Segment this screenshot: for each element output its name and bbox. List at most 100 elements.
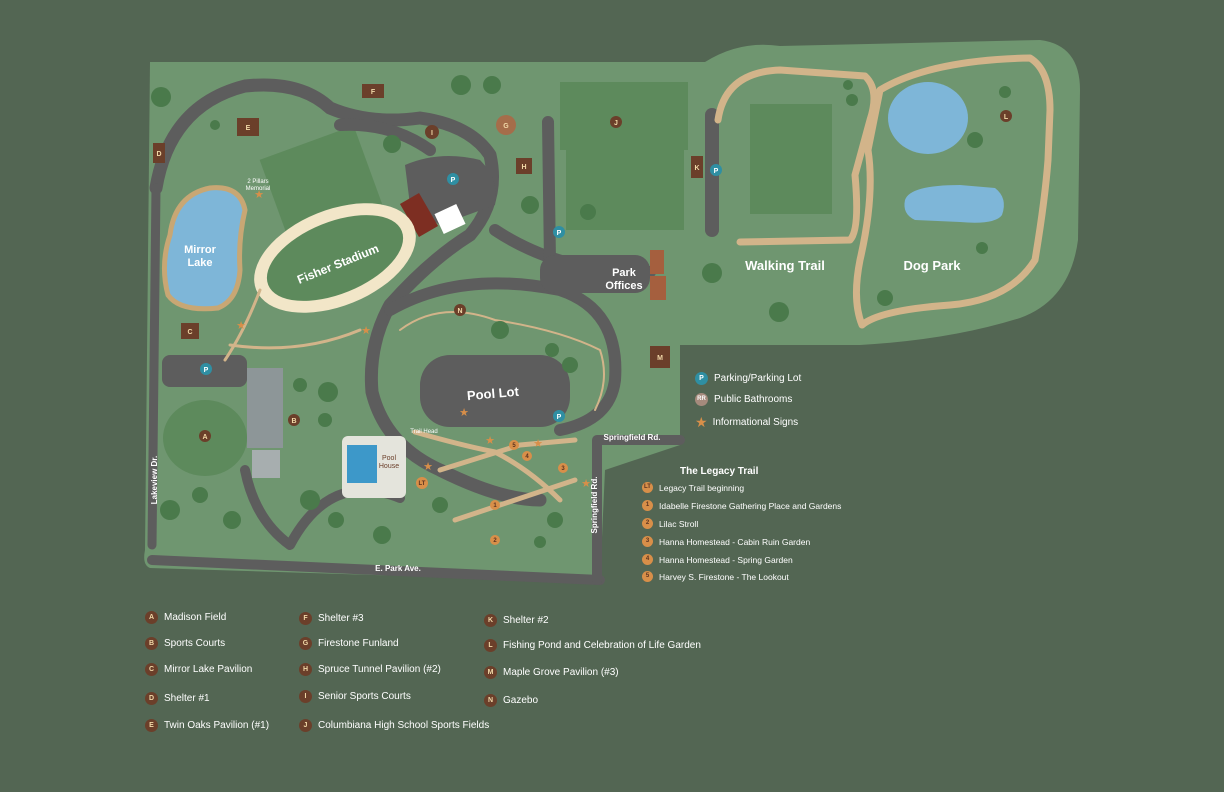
- trees: [151, 75, 1011, 548]
- marker-m[interactable]: M: [650, 346, 670, 368]
- marker-d[interactable]: D: [153, 143, 165, 163]
- marker-a[interactable]: A: [199, 430, 211, 442]
- parking-marker-sports[interactable]: P: [553, 226, 565, 238]
- map-markers: A B C D E F G H I J K L M N: [153, 84, 1012, 442]
- legacy-trail-markers: LT 1 2 3 4 5: [416, 440, 568, 545]
- legacy-marker-2[interactable]: 2: [490, 535, 500, 545]
- key-bathrooms-label: Public Bathrooms: [714, 394, 793, 405]
- svg-text:J: J: [614, 120, 618, 127]
- legacy-item: LT Legacy Trail beginning: [642, 482, 744, 493]
- legend-badge: G: [299, 637, 312, 650]
- legend-item: C Mirror Lake Pavilion: [145, 663, 252, 676]
- svg-text:1: 1: [493, 503, 497, 509]
- lakeview-drive: [147, 183, 161, 550]
- parking-marker-upper[interactable]: P: [447, 173, 459, 185]
- restroom-icon: RR: [695, 393, 708, 406]
- dog-park-label: Dog Park: [903, 258, 961, 273]
- svg-text:M: M: [657, 355, 663, 362]
- e-park-ave-label: E. Park Ave.: [375, 564, 421, 573]
- marker-i[interactable]: I: [425, 125, 439, 139]
- key-info-signs: ★ Informational Signs: [695, 414, 798, 430]
- marker-l[interactable]: L: [1000, 110, 1012, 122]
- pool-house-label-2: House: [379, 463, 399, 470]
- legend-item: L Fishing Pond and Celebration of Life G…: [484, 639, 701, 652]
- star-icon: ★: [423, 460, 433, 473]
- dog-park-pond: [904, 185, 1004, 223]
- pool-lot-path: [399, 311, 605, 411]
- legend-item: E Twin Oaks Pavilion (#1): [145, 719, 269, 732]
- legacy-item: 5 Harvey S. Firestone - The Lookout: [642, 571, 789, 582]
- stadium-field: [266, 215, 404, 301]
- stadium-road: [334, 118, 436, 156]
- legacy-marker-4[interactable]: 4: [522, 451, 532, 461]
- pool-lot: [420, 355, 570, 427]
- star-icon: ★: [459, 406, 469, 419]
- legend-label: Madison Field: [164, 612, 227, 623]
- springfield-road-vertical: [592, 435, 685, 585]
- legacy-marker-3[interactable]: 3: [558, 463, 568, 473]
- legend-badge: I: [299, 690, 312, 703]
- star-icon: ★: [695, 414, 708, 430]
- parking-marker-east[interactable]: P: [710, 164, 722, 176]
- legacy-item: 1 Idabelle Firestone Gathering Place and…: [642, 500, 841, 511]
- parking-icon: P: [695, 372, 708, 385]
- legacy-badge: 3: [642, 536, 653, 547]
- legacy-marker-5[interactable]: 5: [509, 440, 519, 450]
- legacy-badge: 5: [642, 571, 653, 582]
- legacy-marker-1[interactable]: 1: [490, 500, 500, 510]
- legend-badge: E: [145, 719, 158, 732]
- legend-badge: N: [484, 694, 497, 707]
- legend-badge: K: [484, 614, 497, 627]
- svg-text:D: D: [156, 151, 161, 158]
- legend-badge: C: [145, 663, 158, 676]
- svg-text:E: E: [246, 125, 251, 132]
- marker-h[interactable]: H: [516, 158, 532, 174]
- marker-j[interactable]: J: [610, 116, 622, 128]
- legend-label: Fishing Pond and Celebration of Life Gar…: [503, 640, 701, 651]
- legend-badge: A: [145, 611, 158, 624]
- legend-label: Spruce Tunnel Pavilion (#2): [318, 664, 441, 675]
- legend-badge: D: [145, 692, 158, 705]
- legend-badge: B: [145, 637, 158, 650]
- marker-e[interactable]: E: [237, 118, 259, 136]
- marker-f[interactable]: F: [362, 84, 384, 98]
- legacy-item: 2 Lilac Stroll: [642, 518, 698, 529]
- marker-b[interactable]: B: [288, 414, 300, 426]
- pool-lot-loop: [384, 277, 622, 436]
- parking-marker-pool[interactable]: P: [553, 410, 565, 422]
- legend-label: Twin Oaks Pavilion (#1): [164, 720, 270, 731]
- parking-marker-lake[interactable]: P: [200, 363, 212, 375]
- legacy-item: 3 Hanna Homestead - Cabin Ruin Garden: [642, 536, 810, 547]
- svg-text:B: B: [291, 418, 296, 425]
- marker-c[interactable]: C: [181, 323, 199, 339]
- legend-item: I Senior Sports Courts: [299, 690, 411, 703]
- sports-courts: [247, 368, 283, 448]
- star-icon: ★: [254, 188, 264, 201]
- svg-text:P: P: [557, 414, 562, 421]
- sports-fields-road: [542, 116, 556, 268]
- legend-item: K Shelter #2: [484, 614, 549, 627]
- legend-label: Sports Courts: [164, 638, 226, 649]
- marker-g[interactable]: G: [496, 115, 516, 135]
- legacy-item: 4 Hanna Homestead - Spring Garden: [642, 554, 793, 565]
- legacy-item-label: Idabelle Firestone Gathering Place and G…: [659, 500, 842, 511]
- legacy-badge: 4: [642, 554, 653, 565]
- legend-badge: F: [299, 612, 312, 625]
- marker-n[interactable]: N: [454, 304, 466, 316]
- legend-label: Shelter #3: [318, 613, 364, 624]
- parking-markers: P P P P P: [200, 164, 722, 422]
- legend-label: Firestone Funland: [318, 638, 399, 649]
- legend-label: Shelter #2: [503, 615, 549, 626]
- springfield-road-horizontal-label: Springfield Rd.: [604, 433, 661, 442]
- legend-badge: J: [299, 719, 312, 732]
- legend-item: M Maple Grove Pavilion (#3): [484, 666, 619, 679]
- legacy-badge: LT: [642, 482, 653, 493]
- trail-head-label: Trail Head: [410, 429, 437, 435]
- legacy-item-label: Harvey S. Firestone - The Lookout: [659, 571, 789, 582]
- legacy-marker-lt[interactable]: LT: [416, 477, 428, 489]
- star-icon: ★: [236, 319, 246, 332]
- pool-house-label-1: Pool: [382, 455, 396, 462]
- fishing-pond: [888, 82, 968, 154]
- legend-label: Mirror Lake Pavilion: [164, 664, 253, 675]
- marker-k[interactable]: K: [691, 156, 703, 178]
